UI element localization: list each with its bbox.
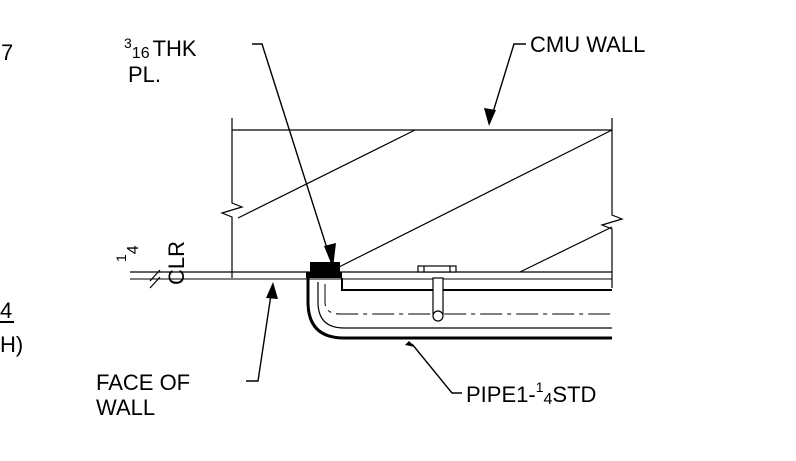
wall-right-break-line (600, 118, 624, 288)
edge-fragment-top-digit: 7 (1, 40, 13, 65)
steel-plate (310, 262, 340, 272)
bolt-end (432, 310, 444, 322)
plate-thk-arrowhead (324, 243, 336, 268)
face-of-wall (130, 269, 612, 289)
pipe-arrowhead (405, 341, 415, 347)
face-of-wall-leader (246, 287, 273, 382)
edge-fragment-mid-digit: 4 (0, 298, 12, 323)
wall-hatch-2 (332, 129, 613, 271)
clearance-tick-1 (149, 269, 161, 282)
cmu-wall-label: CMU WALL (530, 32, 645, 57)
plate-thk-leader (252, 43, 333, 265)
anchor-bolt (417, 265, 457, 322)
pipe-inner-top (341, 278, 612, 291)
clearance-denominator: 4 (125, 245, 142, 254)
pipe-label: PIPE1-14STD (466, 379, 596, 408)
pipe-outer-bend (306, 278, 612, 340)
bolt-shank (432, 277, 444, 315)
pipe-suffix: STD (552, 382, 596, 407)
face-of-wall-label-line1: FACE OF (96, 370, 190, 395)
plate-thk-numerator: 3 (124, 35, 132, 51)
plate-thk-denominator: 16 (132, 45, 150, 62)
clearance-fraction-text: 14 (113, 245, 142, 262)
face-of-wall-arrowhead (266, 282, 278, 299)
cmu-wall-arrowhead (484, 108, 496, 126)
wall-hatch-1 (237, 129, 416, 219)
pipe-numerator: 1 (536, 379, 544, 395)
clearance-text: CLR (164, 241, 189, 285)
bolt-head (417, 265, 457, 273)
pipe-leader (411, 343, 462, 394)
face-of-wall-label-line2: WALL (96, 395, 155, 420)
cmu-wall-leader (489, 43, 526, 123)
wall-hatch-3 (519, 226, 613, 273)
plate-label-line2: PL. (128, 62, 161, 87)
clearance-label: CLR (164, 241, 189, 285)
plate-thk-text: THK (153, 36, 197, 61)
pipe-inner-bend (317, 282, 612, 329)
pipe-prefix: PIPE1- (466, 382, 536, 407)
wall-left-break-line (220, 118, 244, 278)
clearance-numerator: 1 (113, 254, 129, 262)
clearance-tick-2 (149, 276, 161, 289)
leaders (246, 43, 526, 394)
plate-weld (306, 272, 342, 278)
pipe-handrail (306, 278, 612, 340)
pipe-denominator: 4 (544, 391, 553, 408)
edge-fragment-paren: H) (0, 332, 23, 357)
arrowheads (266, 108, 496, 347)
cmu-wall (220, 118, 624, 288)
pipe-centerline (324, 284, 612, 315)
clearance-fraction: 14 (113, 245, 142, 262)
